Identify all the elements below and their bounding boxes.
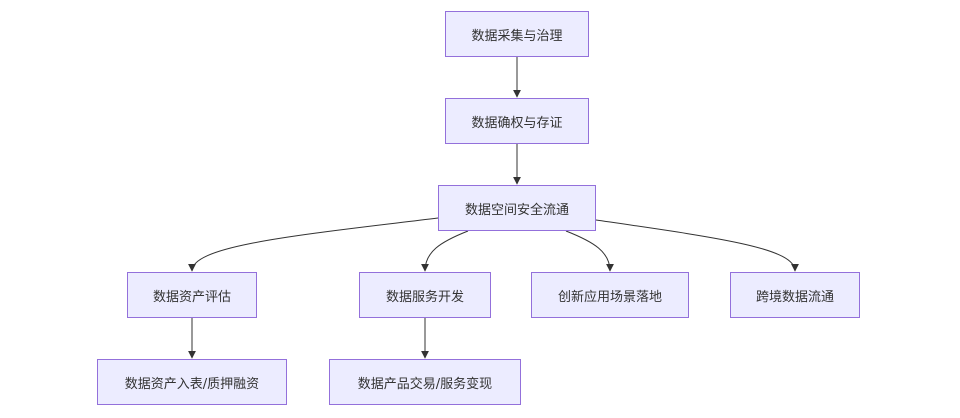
edge-n3-n5	[421, 230, 469, 272]
node-product-trading-service-monetization: 数据产品交易/服务变现	[329, 359, 521, 405]
edge-n3-n6	[565, 230, 614, 272]
node-data-service-development: 数据服务开发	[359, 272, 491, 318]
node-asset-booking-pledge-financing: 数据资产入表/质押融资	[97, 359, 287, 405]
node-innovation-scenario-landing: 创新应用场景落地	[531, 272, 689, 318]
node-data-collection-governance: 数据采集与治理	[445, 11, 589, 57]
edge-n3-n7	[595, 219, 799, 272]
node-data-rights-certification: 数据确权与存证	[445, 98, 589, 144]
edge-n3-n4	[188, 217, 439, 272]
node-data-asset-valuation: 数据资产评估	[127, 272, 257, 318]
node-cross-border-data-flow: 跨境数据流通	[730, 272, 860, 318]
node-data-space-secure-circulation: 数据空间安全流通	[438, 185, 596, 231]
